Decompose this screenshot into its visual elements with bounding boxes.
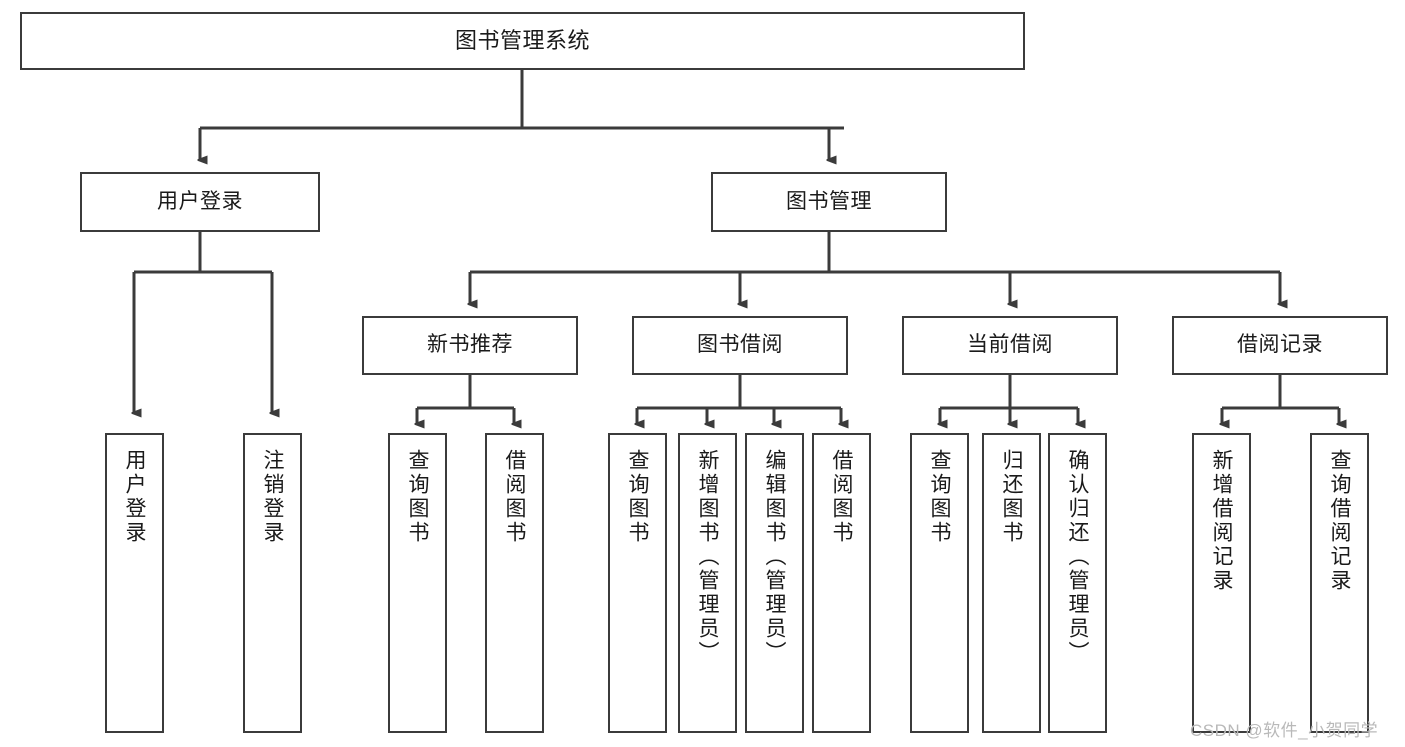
node-label: 借阅图书	[503, 449, 526, 545]
leaf-current-borrow-return-book[interactable]: 归还图书	[982, 433, 1041, 733]
node-label: 查询图书	[406, 449, 429, 545]
node-label: 确认归还（管理员）	[1066, 449, 1089, 665]
node-new-book-recommend[interactable]: 新书推荐	[362, 316, 578, 375]
node-label: 借阅记录	[1237, 333, 1323, 357]
leaf-book-borrow-add-book-admin[interactable]: 新增图书（管理员）	[678, 433, 737, 733]
node-label: 图书管理	[786, 189, 872, 213]
node-label: 查询图书	[626, 449, 649, 545]
node-book-management[interactable]: 图书管理	[711, 172, 947, 232]
node-user-login[interactable]: 用户登录	[80, 172, 320, 232]
leaf-book-borrow-edit-book-admin[interactable]: 编辑图书（管理员）	[745, 433, 804, 733]
leaf-new-book-borrow-book[interactable]: 借阅图书	[485, 433, 544, 733]
node-borrow-record[interactable]: 借阅记录	[1172, 316, 1388, 375]
node-label: 新增借阅记录	[1210, 449, 1233, 593]
leaf-book-borrow-query-book[interactable]: 查询图书	[608, 433, 667, 733]
node-book-borrow[interactable]: 图书借阅	[632, 316, 848, 375]
leaf-borrow-record-query-record[interactable]: 查询借阅记录	[1310, 433, 1369, 733]
node-label: 新增图书（管理员）	[696, 449, 719, 665]
node-label: 用户登录	[157, 189, 243, 213]
leaf-user-login-signout[interactable]: 注销登录	[243, 433, 302, 733]
leaf-current-borrow-confirm-return-admin[interactable]: 确认归还（管理员）	[1048, 433, 1107, 733]
leaf-book-borrow-borrow-book[interactable]: 借阅图书	[812, 433, 871, 733]
node-label: 注销登录	[261, 449, 284, 545]
node-label: 查询图书	[928, 449, 951, 545]
node-label: 当前借阅	[967, 333, 1053, 357]
node-label: 借阅图书	[830, 449, 853, 545]
node-current-borrow[interactable]: 当前借阅	[902, 316, 1118, 375]
node-label: 新书推荐	[427, 333, 513, 357]
leaf-user-login-signin[interactable]: 用户登录	[105, 433, 164, 733]
node-label: 编辑图书（管理员）	[763, 449, 786, 665]
node-label: 图书管理系统	[454, 28, 590, 54]
node-label: 图书借阅	[697, 333, 783, 357]
node-root-book-management-system[interactable]: 图书管理系统	[20, 12, 1025, 70]
leaf-current-borrow-query-book[interactable]: 查询图书	[910, 433, 969, 733]
node-label: 归还图书	[1000, 449, 1023, 545]
leaf-new-book-query-book[interactable]: 查询图书	[388, 433, 447, 733]
leaf-borrow-record-add-record[interactable]: 新增借阅记录	[1192, 433, 1251, 733]
csdn-watermark: CSDN @软件_小贺同学	[1190, 721, 1379, 740]
node-label: 用户登录	[123, 449, 146, 545]
node-label: 查询借阅记录	[1328, 449, 1351, 593]
